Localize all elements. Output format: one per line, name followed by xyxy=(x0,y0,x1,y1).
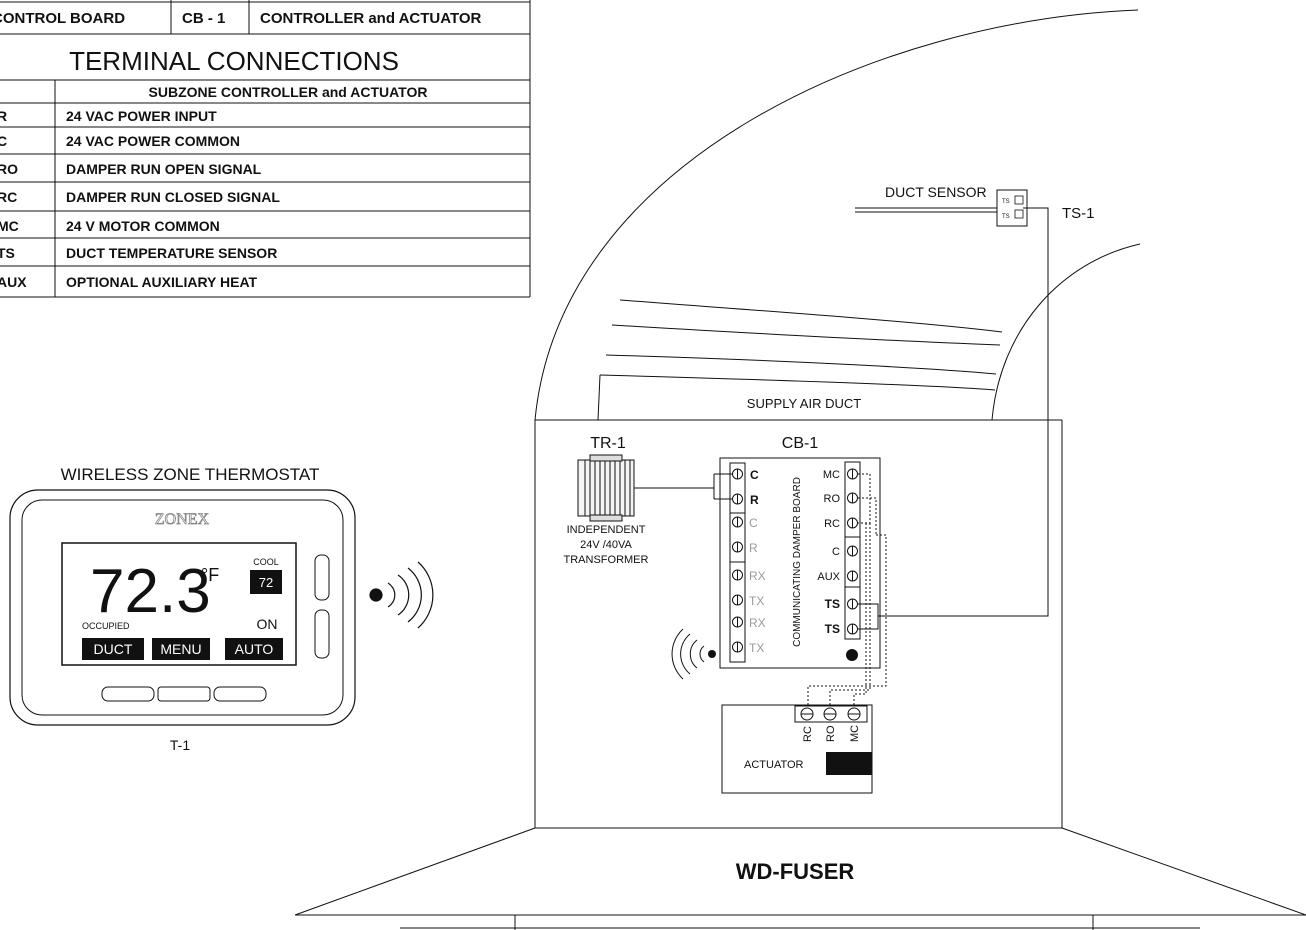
board-vertical-label: COMMUNICATING DAMPER BOARD xyxy=(792,477,803,647)
transformer-line: 24V /40VA xyxy=(580,539,632,551)
duct-sensor-label: DUCT SENSOR xyxy=(885,184,987,200)
board-terminal-c-right: C xyxy=(832,546,840,558)
terminal-table-subheader: SUBZONE CONTROLLER and ACTUATOR xyxy=(149,84,428,100)
terminal-table-rows: R 24 VAC POWER INPUT C 24 VAC POWER COMM… xyxy=(0,108,280,290)
duct-sensor xyxy=(855,189,1028,227)
table-row-desc: 24 V MOTOR COMMON xyxy=(66,218,220,234)
board-terminal-ts2: TS xyxy=(825,622,840,636)
table-row-desc: DAMPER RUN OPEN SIGNAL xyxy=(66,161,262,177)
board-led-icon xyxy=(846,649,858,661)
thermostat-menu-button[interactable]: MENU xyxy=(152,638,210,660)
cb-table-col3: CONTROLLER and ACTUATOR xyxy=(260,10,482,27)
duct-sensor-pin: TS xyxy=(1002,199,1010,205)
actuator-terminal-ro: RO xyxy=(825,725,837,742)
thermostat-temp: 72.3 xyxy=(90,557,211,626)
board-terminal-c: C xyxy=(750,468,759,482)
actuator-label: ACTUATOR xyxy=(744,759,804,771)
board-wireless-icon xyxy=(671,628,716,680)
table-row-term: AUX xyxy=(0,274,27,290)
thermostat-auto-button[interactable]: AUTO xyxy=(225,638,283,660)
board-terminal-ro: RO xyxy=(824,493,841,505)
duct-sensor-pin: TS xyxy=(1002,214,1010,220)
transformer-line: INDEPENDENT xyxy=(567,524,646,536)
transformer-icon xyxy=(577,454,635,522)
board-terminal-mc: MC xyxy=(823,469,840,481)
supply-duct-label: SUPPLY AIR DUCT xyxy=(747,396,861,411)
board-terminal-rc: RC xyxy=(824,518,840,530)
actuator-motor-block xyxy=(826,752,872,775)
board-terminal-c2: C xyxy=(749,516,758,530)
actuator-terminal-mc: MC xyxy=(849,725,861,742)
thermostat-title: WIRELESS ZONE THERMOSTAT xyxy=(61,465,320,484)
board-terminal-tx2: TX xyxy=(749,641,764,655)
board-terminal-ts1: TS xyxy=(825,597,840,611)
actuator-terminal-rc: RC xyxy=(802,726,814,742)
transformer-tag: TR-1 xyxy=(590,435,626,452)
diffuser xyxy=(294,827,1306,930)
cb-table-col2: CB - 1 xyxy=(182,10,225,27)
thermostat-brand: ZONEX xyxy=(155,511,210,528)
thermostat-setpoint: 72 xyxy=(259,575,273,590)
table-row-desc: 24 VAC POWER INPUT xyxy=(66,108,217,124)
board-terminal-rx: RX xyxy=(749,569,766,583)
thermostat-wireless-icon xyxy=(369,561,434,629)
board-terminal-aux: AUX xyxy=(817,571,840,583)
actuator-terminals xyxy=(794,705,868,723)
table-row-term: RO xyxy=(0,161,18,177)
table-row-term: RC xyxy=(0,189,17,205)
table-row-desc: OPTIONAL AUXILIARY HEAT xyxy=(66,274,258,290)
left-terminal-strip xyxy=(729,462,746,663)
auto-button-label: AUTO xyxy=(235,641,274,657)
dotted-wiring xyxy=(807,473,887,706)
board-terminal-rx2: RX xyxy=(749,616,766,630)
terminal-table-title: TERMINAL CONNECTIONS xyxy=(69,46,399,76)
board-terminal-r2: R xyxy=(749,541,758,555)
table-row-term: MC xyxy=(0,218,19,234)
table-row-desc: DAMPER RUN CLOSED SIGNAL xyxy=(66,189,280,205)
thermostat-fan: ON xyxy=(257,616,278,632)
duct-sensor-tag: TS-1 xyxy=(1062,205,1095,222)
menu-button-label: MENU xyxy=(160,641,201,657)
terminal-table-grid xyxy=(0,79,530,298)
thermostat-duct-button[interactable]: DUCT xyxy=(82,638,144,660)
setpoint-box xyxy=(250,570,282,594)
table-row-term: TS xyxy=(0,245,15,261)
thermostat-mode: COOL xyxy=(253,557,279,567)
table-row-desc: DUCT TEMPERATURE SENSOR xyxy=(66,245,277,261)
thermostat-unit: °F xyxy=(201,565,219,585)
board-terminal-tx: TX xyxy=(749,594,764,608)
cb-table-col1: CONTROL BOARD xyxy=(0,10,125,27)
board-terminal-r: R xyxy=(750,493,759,507)
table-row-term: C xyxy=(0,133,7,149)
thermostat-tag: T-1 xyxy=(170,737,190,753)
table-row-desc: 24 VAC POWER COMMON xyxy=(66,133,240,149)
transformer-line: TRANSFORMER xyxy=(564,554,649,566)
wiring xyxy=(634,207,1049,630)
enclosure xyxy=(534,419,1063,829)
table-row-term: R xyxy=(0,108,7,124)
right-terminal-strip xyxy=(844,461,861,640)
board-tag: CB-1 xyxy=(782,435,819,452)
thermostat-status: OCCUPIED xyxy=(82,621,130,631)
duct-button-label: DUCT xyxy=(94,641,133,657)
supply-air-duct xyxy=(534,9,1141,421)
control-board-table xyxy=(0,0,531,297)
diffuser-label: WD-FUSER xyxy=(736,859,855,884)
